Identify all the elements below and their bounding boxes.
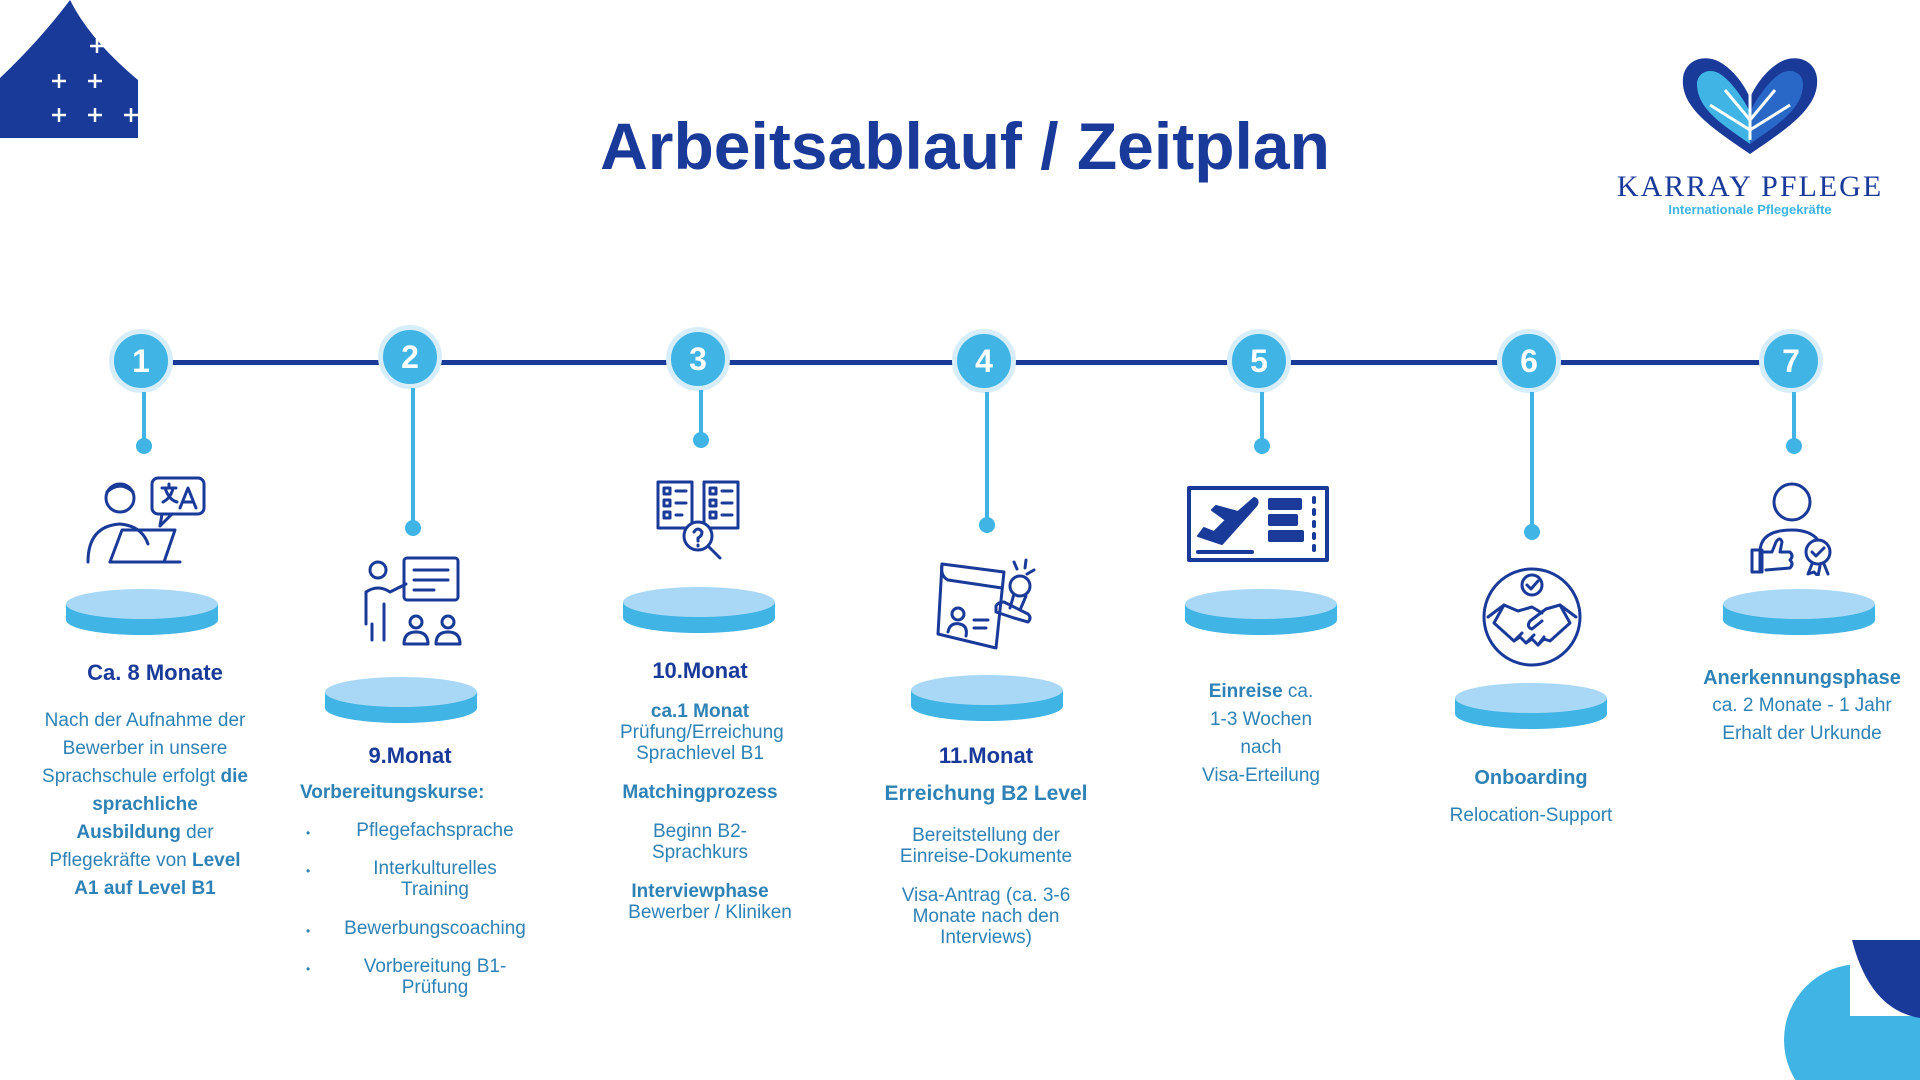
- step-4-description: Bereitstellung der Einreise-Dokumente Vi…: [880, 825, 1092, 948]
- handshake-icon: [1480, 565, 1584, 669]
- step-4-subheading: Erreichung B2 Level: [884, 782, 1088, 805]
- step-3-dot: [693, 432, 709, 448]
- step-5-line-1: 1-3 Wochen: [1209, 709, 1313, 730]
- step-2-bullet-list: •Pflegefachsprache •Interkulturelles Tra…: [306, 820, 536, 1012]
- checklist-search-icon: [654, 478, 746, 564]
- step-3-line-5: Bewerber / Kliniken: [628, 902, 792, 923]
- step-6-line-1: Relocation-Support: [1449, 805, 1613, 826]
- step-5-description: Einreise ca. 1-3 Wochen nach Visa-Erteil…: [1150, 678, 1372, 790]
- step-3-heading: 10.Monat: [652, 658, 748, 683]
- step-5-heading-bold: Einreise: [1208, 681, 1283, 702]
- step-6-stem: [1530, 392, 1534, 532]
- step-5-number: 5: [1227, 329, 1291, 393]
- step-5-heading-rest: ca.: [1287, 681, 1314, 702]
- step-6-heading: Onboarding: [1474, 767, 1588, 789]
- step-4-number: 4: [952, 329, 1016, 393]
- step-7-line-2: Erhalt der Urkunde: [1722, 723, 1882, 744]
- step-7-stem: [1792, 392, 1796, 442]
- step-3-line-2-bold: Matchingprozess: [622, 782, 778, 803]
- step-5-stem: [1260, 392, 1264, 442]
- step-3-platform: [622, 586, 776, 634]
- list-item: •Pflegefachsprache: [306, 820, 514, 841]
- step-5-heading: Einreise ca.: [1150, 678, 1372, 706]
- step-6-platform: [1454, 682, 1608, 730]
- step-4-line-1: Bereitstellung der Einreise-Dokumente: [899, 825, 1073, 867]
- step-7-platform: [1722, 588, 1876, 636]
- step-6-description: Onboarding Relocation-Support: [1420, 764, 1642, 830]
- step-7-description: Anerkennungsphase ca. 2 Monate - 1 Jahr …: [1686, 664, 1918, 748]
- logo-name: KARRAY PFLEGE: [1616, 170, 1884, 203]
- step-2-heading: 9.Monat: [368, 743, 452, 768]
- logo-subtitle: Internationale Pflegekräfte: [1668, 202, 1832, 217]
- step-4-stem: [985, 392, 989, 520]
- step-2-subheading: Vorbereitungskurse:: [300, 782, 485, 803]
- step-3-number: 3: [666, 327, 730, 391]
- step-1-platform: [65, 588, 219, 636]
- document-stamp-icon: [934, 556, 1044, 652]
- list-item: •Vorbereitung B1-Prüfung: [306, 956, 507, 998]
- step-1-text-bold-2: Level A1 auf Level B1: [74, 850, 241, 899]
- step-1-heading: Ca. 8 Monate: [87, 660, 223, 685]
- flight-ticket-icon: [1186, 484, 1330, 564]
- corner-decoration-bottom-right: [1770, 940, 1920, 1080]
- step-7-dot: [1786, 438, 1802, 454]
- language-learner-icon: [80, 474, 210, 570]
- step-3-line-1: Prüfung/Erreichung Sprachlevel B1: [620, 722, 784, 764]
- step-2-dot: [405, 520, 421, 536]
- corner-decoration-top-left: [0, 0, 140, 140]
- step-2-stem: [411, 388, 415, 528]
- list-item: •Interkulturelles Training: [306, 858, 497, 900]
- step-2-platform: [324, 676, 478, 724]
- step-7-heading: Anerkennungsphase: [1703, 667, 1901, 689]
- step-3-description: ca.1 Monat Prüfung/Erreichung Sprachleve…: [590, 701, 810, 923]
- step-3-line-3: Beginn B2-Sprachkurs: [651, 821, 749, 863]
- step-4-heading: 11.Monat: [938, 743, 1034, 768]
- step-3-stem: [699, 390, 703, 440]
- step-6-dot: [1524, 524, 1540, 540]
- step-1-dot: [136, 438, 152, 454]
- step-1-text-1: Nach der Aufnahme der Bewerber in unsere…: [42, 710, 246, 787]
- step-1-text-2: der Pflegekräfte von: [49, 822, 214, 871]
- step-1-stem: [142, 392, 146, 444]
- step-1-description: Nach der Aufnahme der Bewerber in unsere…: [40, 707, 250, 903]
- step-4-platform: [910, 674, 1064, 722]
- presentation-training-icon: [360, 554, 464, 650]
- step-6-number: 6: [1497, 329, 1561, 393]
- step-1-number: 1: [109, 329, 173, 393]
- step-5-line-3: Visa-Erteilung: [1202, 765, 1320, 786]
- step-7-number: 7: [1759, 329, 1823, 393]
- step-5-line-2: nach: [1240, 737, 1282, 758]
- step-5-dot: [1254, 438, 1270, 454]
- step-5-platform: [1184, 588, 1338, 636]
- step-7-line-1: ca. 2 Monate - 1 Jahr: [1712, 695, 1892, 716]
- step-3-line-4-bold: Interviewphase: [631, 881, 769, 902]
- step-2-number: 2: [378, 325, 442, 389]
- page-title: Arbeitsablauf / Zeitplan: [600, 109, 1330, 183]
- heart-leaves-logo-icon: [1675, 50, 1825, 160]
- certified-person-icon: [1746, 480, 1838, 576]
- step-4-line-2: Visa-Antrag (ca. 3-6 Monate nach den Int…: [901, 885, 1071, 948]
- step-1-text-bold-1: die sprachliche Ausbildung: [76, 766, 248, 843]
- step-4-dot: [979, 517, 995, 533]
- list-item: •Bewerbungscoaching: [306, 918, 526, 939]
- step-3-line-1-bold: ca.1 Monat: [650, 701, 750, 722]
